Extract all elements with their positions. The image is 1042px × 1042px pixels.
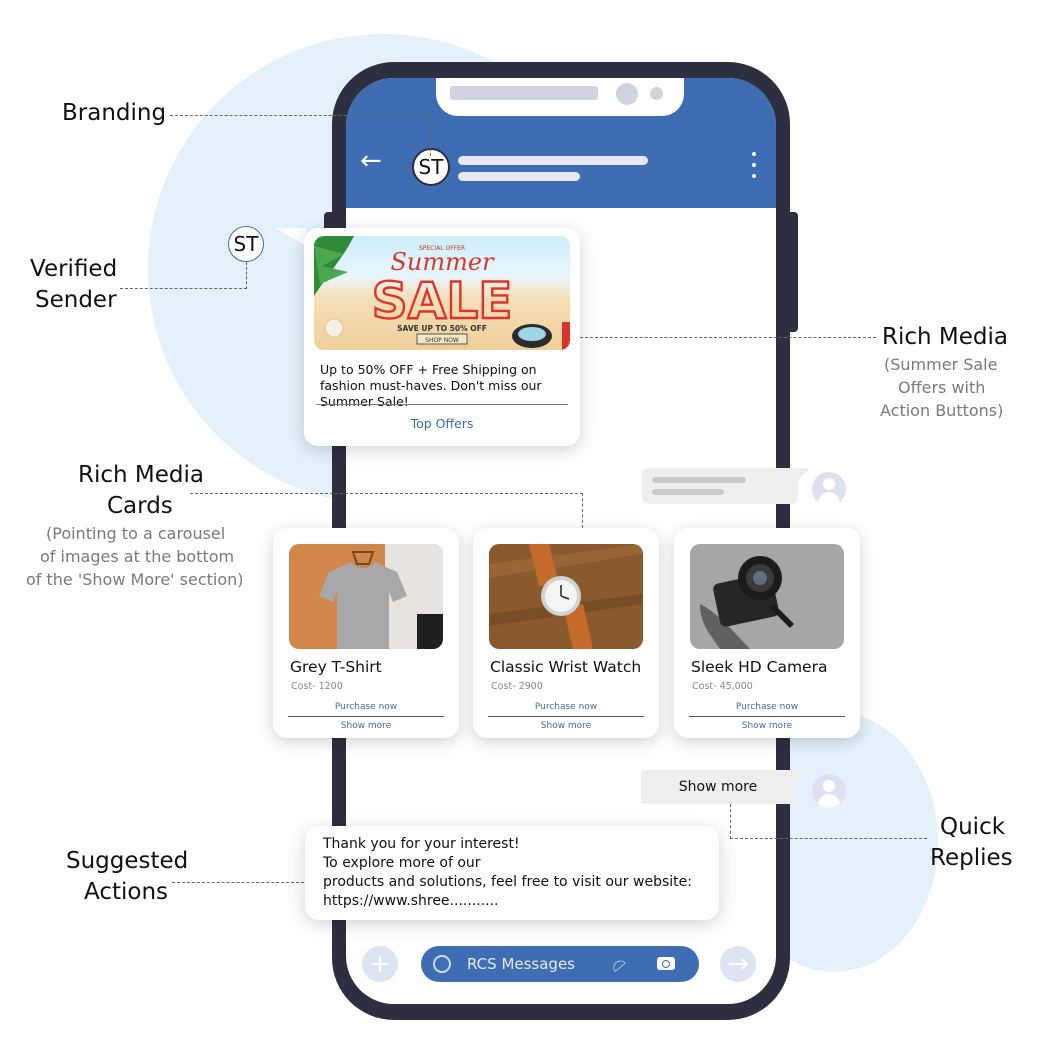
chat-header: ← ST — [346, 78, 776, 208]
connector-branding — [170, 115, 431, 156]
product-divider — [689, 716, 845, 717]
top-offers-button[interactable]: Top Offers — [410, 416, 474, 431]
product-divider — [488, 716, 644, 717]
promo-divider — [316, 404, 568, 405]
banner-save-line: SAVE UP TO 50% OFF — [397, 324, 487, 333]
connector-rich-media-cards — [190, 493, 583, 528]
send-button[interactable]: → — [720, 946, 756, 982]
camera-image-icon — [690, 544, 844, 649]
product-card-camera[interactable]: Sleek HD Camera Cost- 45,000 Purchase no… — [674, 528, 860, 738]
user-message-bubble — [642, 468, 798, 504]
product-cost: Cost- 2900 — [491, 681, 543, 692]
website-link[interactable]: https://www.shree........... — [323, 893, 499, 909]
camera-icon[interactable] — [657, 957, 675, 970]
phone-notch — [436, 78, 684, 116]
sender-status-placeholder — [458, 172, 580, 181]
brand-avatar[interactable]: ST — [412, 148, 450, 186]
product-cost: Cost- 45,000 — [692, 681, 753, 692]
show-more-button[interactable]: Show more — [741, 721, 793, 731]
label-suggested-actions-2: Actions — [84, 879, 169, 905]
message-composer[interactable]: RCS Messages ⌓ — [421, 946, 699, 982]
composer-placeholder: RCS Messages — [467, 955, 575, 973]
back-arrow-icon[interactable]: ← — [360, 146, 382, 176]
user-avatar-icon — [812, 472, 846, 506]
label-rich-media-cards-2: Cards — [107, 493, 173, 519]
connector-quick-replies — [730, 804, 927, 839]
user-avatar-icon — [812, 774, 846, 808]
notch-speaker — [450, 86, 598, 100]
user-message-line-2 — [652, 489, 724, 495]
product-title: Sleek HD Camera — [691, 658, 828, 676]
t-shirt-image-icon — [289, 544, 443, 649]
banner-script-word: Summer — [390, 248, 495, 276]
label-rich-media-cards-1: Rich Media — [78, 462, 204, 488]
cards-sub-2: of images at the bottom — [40, 547, 235, 566]
final-message-tail — [282, 826, 312, 846]
verified-sender-avatar: ST — [228, 226, 264, 262]
label-verified-sender-1: Verified — [30, 256, 118, 282]
product-card-tshirt[interactable]: Grey T-Shirt Cost- 1200 Purchase now Sho… — [273, 528, 459, 738]
final-message-bubble: Thank you for your interest! To explore … — [305, 826, 719, 920]
user-message-line-1 — [652, 477, 746, 483]
connector-verified-sender — [120, 262, 247, 289]
label-quick-replies-2: Replies — [930, 845, 1013, 871]
camera-photo[interactable] — [690, 544, 844, 649]
final-message-line-2: To explore more of our — [323, 855, 481, 871]
label-branding: Branding — [62, 100, 167, 126]
purchase-now-button[interactable]: Purchase now — [735, 702, 799, 712]
summer-sale-banner-art: SPECIAL OFFER Summer SALE SAVE UP TO 50%… — [314, 236, 570, 350]
emoji-icon[interactable] — [433, 955, 451, 973]
user-bubble-tail — [796, 468, 810, 482]
notch-camera — [616, 83, 638, 105]
product-title: Grey T-Shirt — [290, 658, 382, 676]
connector-rich-media — [580, 337, 876, 338]
t-shirt-photo[interactable] — [289, 544, 443, 649]
rich-media-sub-3: Action Buttons) — [880, 401, 1004, 420]
label-suggested-actions-1: Suggested — [66, 848, 189, 874]
wrist-watch-photo[interactable] — [489, 544, 643, 649]
banner-shop-now: SHOP NOW — [425, 337, 459, 344]
quick-reply-show-more[interactable]: Show more — [641, 770, 795, 804]
cards-sub-3: of the 'Show More' section) — [26, 570, 244, 589]
product-card-watch[interactable]: Classic Wrist Watch Cost- 2900 Purchase … — [473, 528, 659, 738]
rich-media-sub-2: Offers with — [898, 378, 986, 397]
promo-rich-card[interactable]: SPECIAL OFFER Summer SALE SAVE UP TO 50%… — [304, 228, 580, 446]
product-divider — [288, 716, 444, 717]
final-message-line-1: Thank you for your interest! — [323, 836, 520, 852]
notch-sensor — [650, 87, 663, 100]
show-more-button[interactable]: Show more — [540, 721, 592, 731]
wrist-watch-image-icon — [489, 544, 643, 649]
banner-big-word: SALE — [372, 272, 513, 330]
purchase-now-button[interactable]: Purchase now — [534, 702, 598, 712]
promo-bubble-tail — [276, 228, 306, 246]
banner-eyebrow: SPECIAL OFFER — [419, 245, 465, 252]
product-cost: Cost- 1200 — [291, 681, 343, 692]
connector-suggested-actions — [172, 882, 304, 883]
add-attachment-button[interactable]: + — [362, 946, 398, 982]
more-options-icon[interactable] — [752, 152, 758, 185]
promo-message-text: Up to 50% OFF + Free Shipping on fashion… — [320, 362, 542, 409]
show-more-button[interactable]: Show more — [340, 721, 392, 731]
product-title: Classic Wrist Watch — [490, 658, 642, 676]
summer-sale-banner[interactable]: SPECIAL OFFER Summer SALE SAVE UP TO 50%… — [314, 236, 570, 350]
sender-name-placeholder — [458, 156, 648, 165]
final-message-line-3: products and solutions, feel free to vis… — [323, 874, 692, 890]
cards-sub-1: (Pointing to a carousel — [46, 524, 226, 543]
paperclip-icon[interactable]: ⌓ — [603, 949, 630, 977]
purchase-now-button[interactable]: Purchase now — [334, 702, 398, 712]
rich-media-sub-1: (Summer Sale — [884, 355, 998, 374]
quick-reply-tail — [794, 770, 808, 784]
label-rich-media: Rich Media — [882, 324, 1008, 350]
label-verified-sender-2: Sender — [35, 287, 117, 313]
label-quick-replies-1: Quick — [940, 814, 1006, 840]
